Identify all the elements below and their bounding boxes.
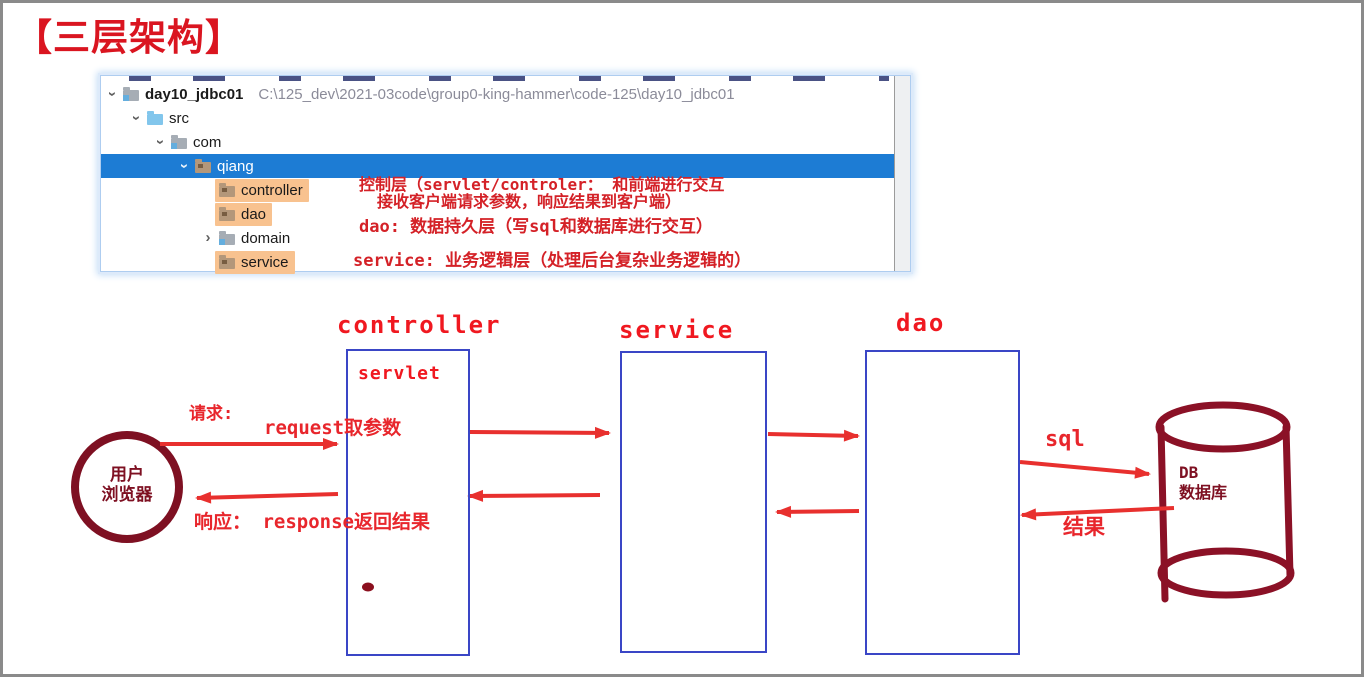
- db-label-line1: DB: [1179, 463, 1199, 482]
- tree-rows: › day10_jdbc01 C:\125_dev\2021-03code\gr…: [101, 82, 894, 274]
- annotation-controller-line1: 控制层（servlet/controler： 和前端进行交互: [359, 175, 725, 194]
- project-tree-panel: › day10_jdbc01 C:\125_dev\2021-03code\gr…: [100, 75, 911, 274]
- annotation-service: service: 业务逻辑层（处理后台复杂业务逻辑的）: [353, 251, 752, 271]
- tree-scrollbar[interactable]: [894, 76, 910, 271]
- annotation-controller-line2: 接收客户端请求参数，响应结果到客户端）: [377, 192, 682, 211]
- annotation-dao: dao: 数据持久层（写sql和数据库进行交互）: [359, 217, 713, 237]
- package-folder-tan-icon: [219, 254, 235, 269]
- tree-row[interactable]: › com: [101, 130, 894, 154]
- row-highlight: day10_jdbc01: [119, 83, 249, 106]
- tree-row[interactable]: dao: [101, 202, 894, 226]
- dao-to-service-arrow: [775, 505, 860, 518]
- tree-row[interactable]: › src: [101, 106, 894, 130]
- row-path: C:\125_dev\2021-03code\group0-king-hamme…: [258, 85, 735, 103]
- row-highlight: dao: [215, 202, 273, 226]
- package-folder-icon: [219, 230, 235, 245]
- row-highlight: domain: [215, 227, 296, 250]
- row-highlight: com: [167, 131, 227, 154]
- response-label: 响应： response返回结果: [194, 511, 430, 533]
- tree-row[interactable]: › qiang: [101, 154, 894, 178]
- row-label: domain: [241, 229, 291, 247]
- service-box: [620, 351, 767, 653]
- sql-label: sql: [1045, 427, 1085, 452]
- row-label: src: [169, 109, 189, 127]
- row-highlight: controller: [215, 178, 309, 202]
- db-label-line2: 数据库: [1179, 483, 1228, 502]
- chevron-icon[interactable]: ›: [104, 91, 121, 97]
- row-label: dao: [241, 205, 267, 223]
- controller-layer-label: controller: [337, 311, 502, 339]
- tree-row[interactable]: › domain: [101, 226, 894, 250]
- project-folder-icon: [123, 86, 139, 101]
- database-label: DB 数据库: [1179, 463, 1227, 503]
- client-browser-label: 用户 浏览器: [73, 465, 181, 505]
- dao-layer-label: dao: [896, 309, 946, 337]
- clipped-text-row: [129, 76, 889, 81]
- request-label: request取参数: [264, 417, 402, 439]
- package-folder-tan-icon: [195, 158, 211, 173]
- client-label-line2: 浏览器: [101, 485, 153, 504]
- row-label: service: [241, 253, 289, 271]
- row-highlight: qiang: [191, 155, 260, 178]
- source-folder-icon: [147, 110, 163, 125]
- request-prefix-label: 请求:: [189, 404, 234, 424]
- response-arrow: [195, 491, 339, 504]
- row-label: com: [193, 133, 222, 151]
- controller-to-service-arrow: [469, 426, 611, 439]
- chevron-icon[interactable]: ›: [176, 163, 193, 169]
- result-label: 结果: [1063, 515, 1105, 539]
- client-label-line1: 用户: [110, 465, 144, 484]
- chevron-icon[interactable]: ›: [205, 229, 211, 246]
- row-label: controller: [241, 181, 303, 199]
- service-layer-label: service: [619, 316, 735, 344]
- row-highlight: src: [143, 107, 195, 130]
- package-folder-tan-icon: [219, 206, 235, 221]
- tree-row[interactable]: service: [101, 250, 894, 274]
- package-folder-tan-icon: [219, 182, 235, 197]
- chevron-icon[interactable]: ›: [152, 139, 169, 145]
- controller-box: [346, 349, 470, 656]
- dao-box: [865, 350, 1020, 655]
- row-label: day10_jdbc01: [145, 85, 244, 103]
- servlet-label: servlet: [358, 363, 441, 384]
- page-title: 【三层架构】: [15, 15, 243, 59]
- sql-arrow: [1019, 460, 1151, 479]
- service-to-dao-arrow: [767, 429, 860, 442]
- package-folder-icon: [171, 134, 187, 149]
- row-highlight: service: [215, 250, 295, 274]
- row-label: qiang: [217, 157, 254, 175]
- tree-row[interactable]: › day10_jdbc01 C:\125_dev\2021-03code\gr…: [101, 82, 894, 106]
- service-to-controller-arrow: [467, 489, 601, 502]
- tree-row[interactable]: controller: [101, 178, 894, 202]
- chevron-icon[interactable]: ›: [128, 115, 145, 121]
